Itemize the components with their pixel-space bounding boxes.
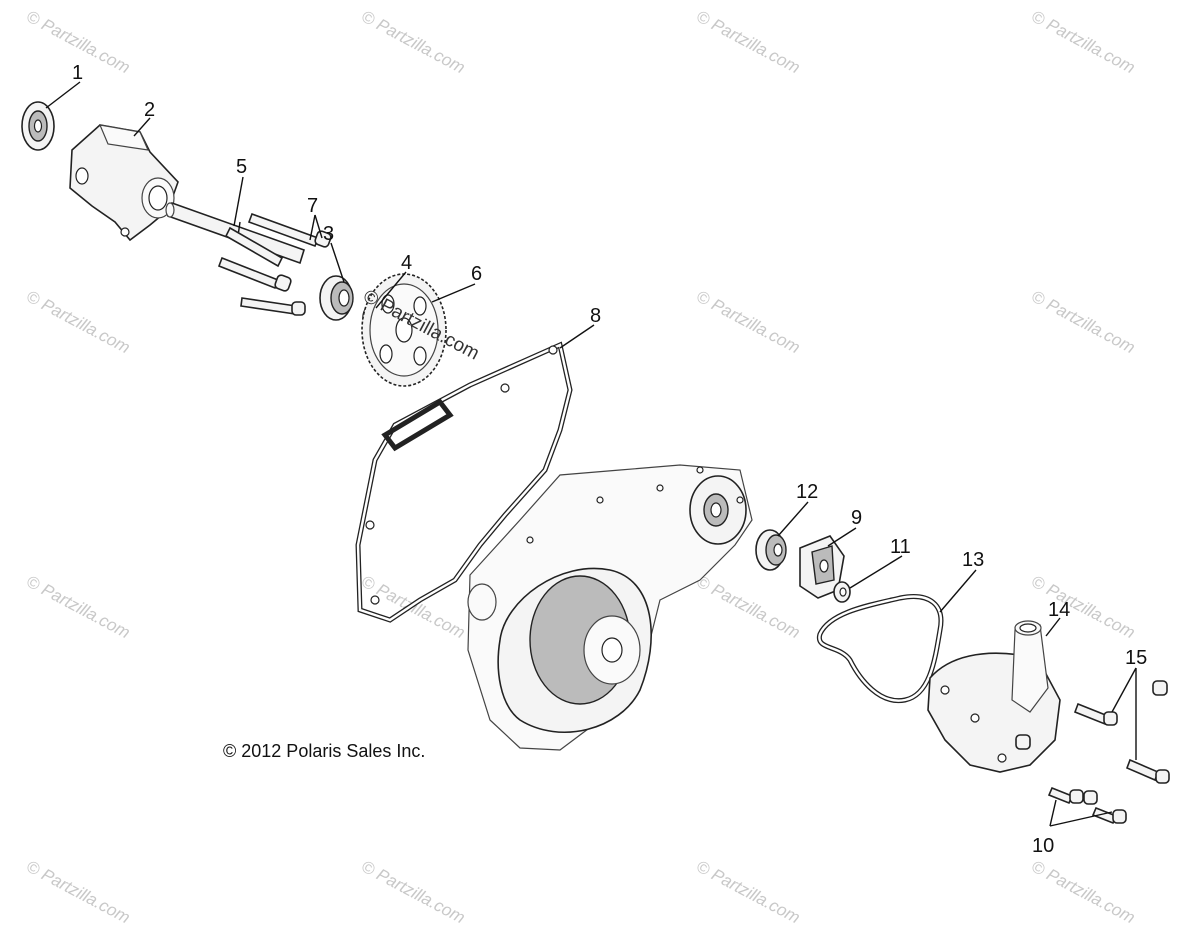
part-11-nut — [833, 581, 851, 603]
callouts: 1 2 5 7 3 4 6 8 12 9 11 13 14 15 10 — [72, 62, 1147, 857]
callout-9: 9 — [851, 507, 862, 529]
copyright-text: © 2012 Polaris Sales Inc. — [223, 741, 425, 761]
part-1-rotor — [21, 101, 55, 151]
watermark: © Partzilla.com — [358, 7, 468, 78]
callout-14: 14 — [1048, 599, 1070, 621]
part-12-seal — [755, 529, 787, 571]
part-3-bearing — [319, 275, 354, 321]
watermark: © Partzilla.com — [23, 287, 133, 358]
callout-10: 10 — [1032, 835, 1054, 857]
part-13-o-ring — [816, 594, 944, 704]
engine-side-cover — [467, 464, 753, 751]
callout-7: 7 — [307, 195, 318, 217]
watermark: © Partzilla.com — [693, 7, 803, 78]
callout-3: 3 — [323, 223, 334, 245]
part-9-impeller — [799, 535, 845, 599]
watermark: © Partzilla.com — [693, 857, 803, 928]
part-7-bolts — [217, 212, 332, 316]
part-2-pump-housing — [69, 124, 179, 242]
callout-4: 4 — [401, 252, 412, 274]
watermark: © Partzilla.com — [1028, 857, 1138, 928]
part-15-bolts — [1015, 680, 1170, 784]
callout-13: 13 — [962, 549, 984, 571]
leader-lines — [45, 81, 1137, 827]
watermark: © Partzilla.com — [1028, 287, 1138, 358]
callout-1: 1 — [72, 62, 83, 84]
callout-2: 2 — [144, 99, 155, 121]
part-8-gasket — [355, 341, 573, 623]
callout-8: 8 — [590, 305, 601, 327]
callout-6: 6 — [471, 263, 482, 285]
watermark: © Partzilla.com — [693, 287, 803, 358]
callout-11: 11 — [890, 536, 911, 558]
watermarks: © Partzilla.com © Partzilla.com © Partzi… — [23, 7, 1138, 928]
callout-12: 12 — [796, 481, 818, 503]
watermark: © Partzilla.com — [23, 857, 133, 928]
watermark: © Partzilla.com — [1028, 572, 1138, 643]
callout-5: 5 — [236, 156, 247, 178]
part-6-gear — [361, 273, 447, 387]
part-10-bolts — [1047, 786, 1127, 825]
callout-15: 15 — [1125, 647, 1147, 669]
part-14-pump-cover — [927, 620, 1061, 773]
watermark: © Partzilla.com — [23, 572, 133, 643]
watermark: © Partzilla.com — [693, 572, 803, 643]
watermark: © Partzilla.com — [1028, 7, 1138, 78]
watermark: © Partzilla.com — [358, 857, 468, 928]
